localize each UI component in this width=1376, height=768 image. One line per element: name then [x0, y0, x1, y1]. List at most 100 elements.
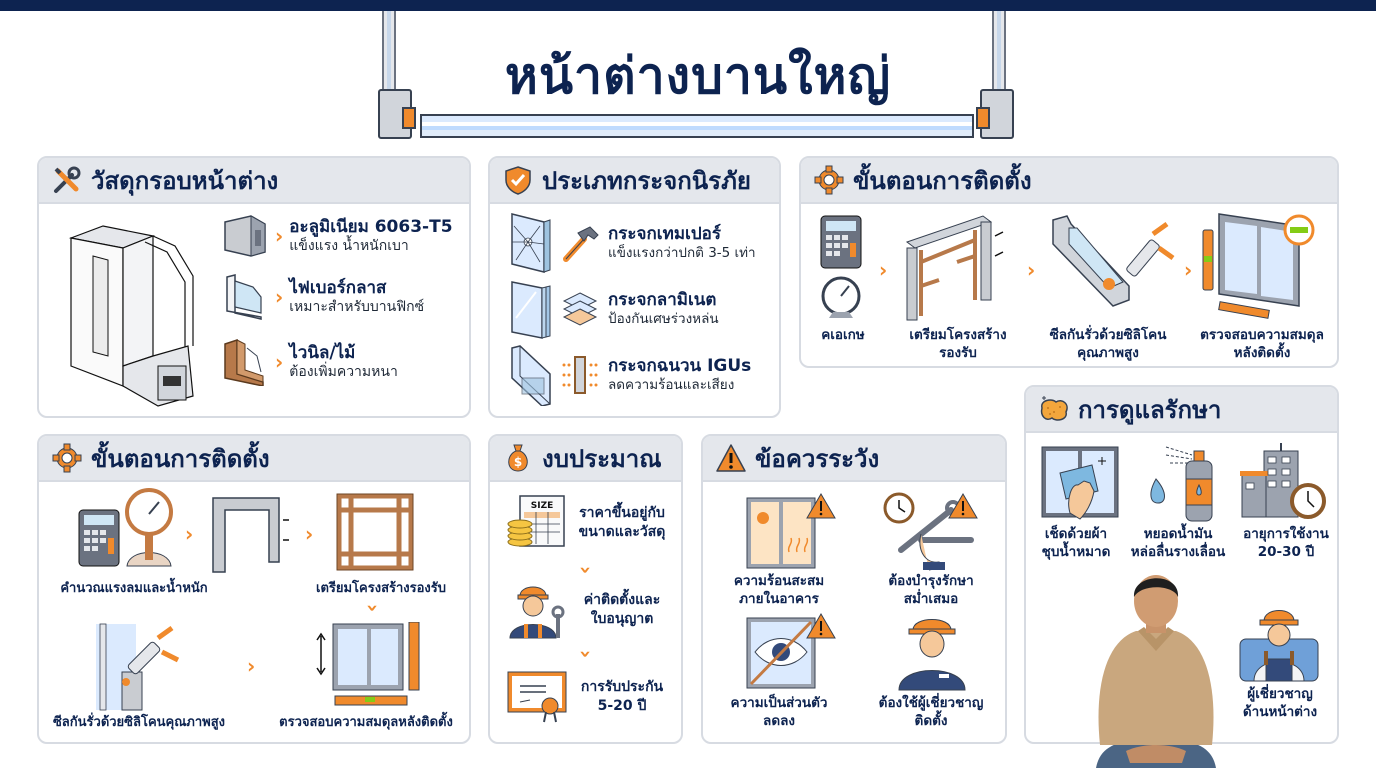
budget-card-header: $ งบประมาณ: [490, 436, 681, 482]
safety-glass-card: ประเภทกระจกนิรภัย กระจกเทมเปอร์ แข็งแรงก…: [488, 156, 781, 418]
care-item-oil-label: หยอดน้ำมันหล่อลื่นรางเลื่อน: [1130, 526, 1226, 560]
maintenance-clock-icon: [883, 492, 978, 571]
materials-card: วัสดุกรอบหน้าต่าง › อะลูมิเนียม 6063-T5 …: [37, 156, 471, 418]
window-post-right: [992, 11, 1006, 91]
caution-item-expert-label: ต้องใช้ผู้เชี่ยวชาญติดตั้ง: [878, 695, 984, 729]
installation-steps-header-top: ขั้นตอนการติดตั้ง: [801, 158, 1337, 204]
fiberglass-frame-icon: [226, 274, 262, 320]
install-step-2-label: เตรียมโครงสร้างรองรับ: [909, 327, 1007, 361]
materials-card-header: วัสดุกรอบหน้าต่าง: [39, 158, 469, 204]
glass-item-insulated: กระจกฉนวน IGUs ลดความร้อนและเสียง: [510, 344, 751, 406]
budget-item-price-label: ราคาขึ้นอยู่กับขนาดและวัสดุ: [578, 505, 666, 540]
budget-item-installation: ค่าติดตั้งและใบอนุญาต: [506, 580, 668, 640]
install-bottom-step-1-label: คำนวณแรงลมและน้ำหนัก: [60, 581, 208, 596]
concrete-frame-icon: [212, 497, 289, 573]
caution-card-header: ข้อควรระวัง: [703, 436, 1005, 482]
materials-title: วัสดุกรอบหน้าต่าง: [91, 166, 279, 195]
wipe-window-icon: [1041, 446, 1119, 520]
layers-icon: [562, 292, 598, 326]
level-window-icon: [1202, 213, 1315, 319]
warning-triangle-icon: [715, 442, 747, 474]
aluminum-profile-icon: [224, 215, 266, 257]
care-expert-label: ผู้เชี่ยวชาญด้านหน้าต่าง: [1242, 686, 1318, 720]
install-bottom-step-3-label: เตรียมโครงสร้างรองรับ: [316, 581, 446, 596]
size-chart-coins-icon: SIZE: [507, 495, 565, 547]
wood-grid-frame-icon: [336, 493, 414, 571]
oil-spray-icon: [1150, 446, 1213, 522]
chevron-right-icon: ›: [247, 654, 256, 678]
window-profile-cutaway-icon: [68, 225, 194, 407]
presenter-photo: [1096, 575, 1216, 768]
install-step-4-label: ตรวจสอบความสมดุลหลังติดตั้ง: [1200, 327, 1324, 361]
insulation-layer-icon: [562, 356, 598, 394]
chevron-down-icon: ›: [574, 649, 599, 659]
chevron-down-icon: ›: [361, 603, 386, 613]
top-bar: [0, 0, 1376, 11]
title-banner: หน้าต่างบานใหญ่: [378, 11, 1018, 141]
budget-item-installation-label: ค่าติดตั้งและใบอนุญาต: [583, 592, 661, 627]
window-rail-icon: [420, 114, 974, 138]
calculator-gauge-icon: [820, 215, 862, 318]
maintenance-care-header: การดูแลรักษา: [1026, 387, 1337, 433]
install-bottom-step-4-label: ซีลกันรั่วด้วยซิลิโคนคุณภาพสูง: [52, 715, 226, 730]
svg-text:SIZE: SIZE: [531, 501, 554, 511]
sponge-icon: [1038, 393, 1070, 425]
caution-item-heat-label: ความร้อนสะสมภายในอาคาร: [733, 573, 825, 607]
laminated-glass-icon: [511, 281, 551, 339]
level-window-icon: [316, 622, 420, 706]
install-step-1-label: คเอเกษ: [821, 327, 865, 343]
chevron-right-icon: ›: [185, 522, 194, 546]
window-corner-left-icon: [378, 89, 416, 139]
material-item-fiberglass: › ไฟเบอร์กลาส เหมาะสำหรับบานฟิกซ์: [221, 273, 424, 321]
wrench-screwdriver-icon: [51, 164, 83, 196]
certificate-icon: [507, 671, 567, 723]
maintenance-care-title: การดูแลรักษา: [1078, 395, 1222, 424]
money-bag-icon: $: [502, 442, 534, 474]
technician-icon: [898, 619, 966, 691]
shield-check-icon: [502, 164, 534, 196]
safety-glass-card-header: ประเภทกระจกนิรภัย: [490, 158, 779, 204]
gear-icon: [813, 164, 845, 196]
calculator-gauge-icon: [78, 488, 173, 567]
material-item-vinyl-wood: › ไวนิล/ไม้ ต้องเพิ่มความหนา: [221, 338, 398, 386]
caulk-gun-icon: [1052, 215, 1175, 307]
caution-card: ข้อควรระวัง ความร้อนสะสมภายในอาคาร ต้องบ…: [701, 434, 1007, 744]
maintenance-care-card: การดูแลรักษา เช็ดด้วยผ้าชุบน้ำหมาด หยอดน…: [1024, 385, 1339, 744]
chevron-right-icon: ›: [1027, 258, 1036, 282]
budget-title: งบประมาณ: [542, 444, 662, 473]
chevron-right-icon: ›: [275, 224, 284, 248]
chevron-right-icon: ›: [275, 285, 284, 309]
chevron-right-icon: ›: [305, 522, 314, 546]
caution-item-maintenance-label: ต้องบำรุงรักษาสม่ำเสมอ: [888, 573, 974, 607]
budget-card: $ งบประมาณ SIZE ราคาขึ้นอยู่กับขนาดและวั…: [488, 434, 683, 744]
gear-icon: [51, 442, 83, 474]
worker-wrench-icon: [509, 586, 565, 639]
building-clock-icon: [1240, 443, 1326, 519]
chevron-right-icon: ›: [1184, 258, 1193, 282]
installation-steps-title-bottom: ขั้นตอนการติดตั้ง: [91, 444, 270, 473]
window-expert-icon: [1239, 610, 1319, 682]
install-bottom-step-5-label: ตรวจสอบความสมดุลหลังติดตั้ง: [279, 715, 453, 730]
chevron-down-icon: ›: [574, 565, 599, 575]
privacy-eye-icon: [746, 613, 836, 689]
caution-title: ข้อควรระวัง: [755, 444, 880, 473]
chevron-right-icon: ›: [275, 350, 284, 374]
budget-item-price: SIZE ราคาขึ้นอยู่กับขนาดและวัสดุ: [506, 494, 668, 552]
care-item-wipe-label: เช็ดด้วยผ้าชุบน้ำหมาด: [1041, 526, 1111, 560]
glass-item-tempered: กระจกเทมเปอร์ แข็งแรงกว่าปกติ 3-5 เท่า: [510, 212, 756, 274]
page-title: หน้าต่างบานใหญ่: [504, 47, 892, 105]
safety-glass-title: ประเภทกระจกนิรภัย: [542, 166, 751, 195]
wood-frame-icon: [224, 338, 264, 386]
hammer-icon: [563, 226, 599, 262]
caulk-gun-icon: [96, 623, 180, 711]
installation-steps-title-top: ขั้นตอนการติดตั้ง: [853, 166, 1032, 195]
caution-item-privacy-label: ความเป็นส่วนตัวลดลง: [730, 695, 828, 729]
window-corner-right-icon: [976, 89, 1014, 139]
tempered-glass-icon: [511, 213, 551, 273]
insulated-glass-icon: [511, 345, 551, 406]
installation-steps-card-top: ขั้นตอนการติดตั้ง › › › คเอเกษ เตรียมโคร…: [799, 156, 1339, 368]
svg-text:$: $: [514, 455, 522, 469]
